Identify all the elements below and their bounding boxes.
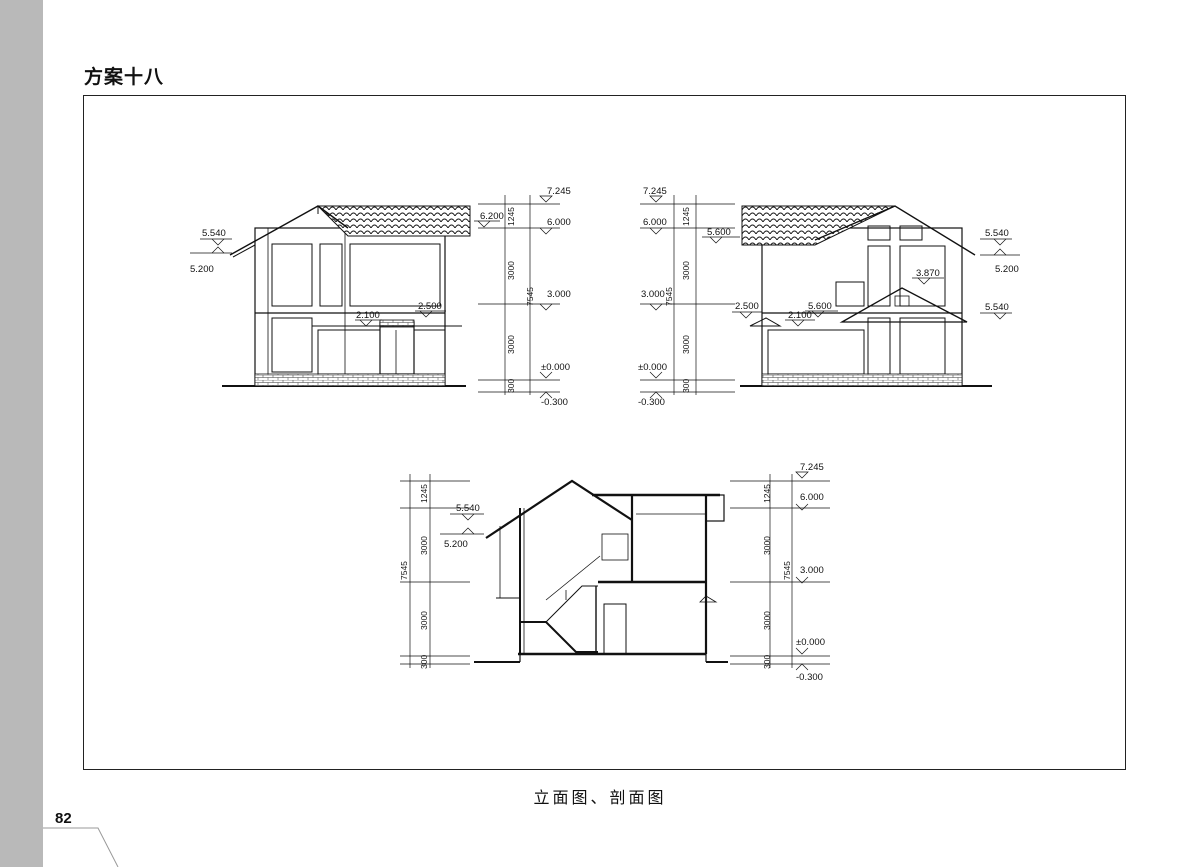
side-dimension-lines bbox=[640, 195, 735, 399]
level-label: 5.600 bbox=[707, 227, 731, 238]
dimension-label: 3000 bbox=[506, 335, 516, 354]
dimension-label: 3000 bbox=[762, 611, 772, 630]
dimension-label: 7545 bbox=[664, 287, 674, 306]
dimension-label: 1245 bbox=[419, 484, 429, 503]
level-label: 5.540 bbox=[202, 228, 226, 239]
level-label: -0.300 bbox=[541, 397, 568, 408]
level-label: 7.245 bbox=[547, 186, 571, 197]
level-label: 3.870 bbox=[916, 268, 940, 279]
level-label: 3.000 bbox=[547, 289, 571, 300]
level-label: ±0.000 bbox=[638, 362, 667, 373]
dimension-label: 3000 bbox=[419, 611, 429, 630]
level-label: ±0.000 bbox=[796, 637, 825, 648]
front-level-markers bbox=[190, 220, 500, 327]
section-level-markers bbox=[440, 513, 484, 535]
building-section: 5.540 5.200 1245 3000 7545 3000 300 bbox=[399, 462, 830, 683]
level-label: 2.500 bbox=[418, 301, 442, 312]
figure-caption: 立面图、剖面图 bbox=[533, 790, 667, 807]
level-label: 2.500 bbox=[735, 301, 759, 312]
dimension-label: 7545 bbox=[399, 561, 409, 580]
section-left-dimension-lines bbox=[400, 474, 470, 668]
dimension-label: 300 bbox=[762, 655, 772, 669]
section-right-dimension-lines bbox=[730, 471, 830, 671]
level-label: 5.540 bbox=[985, 228, 1009, 239]
dimension-label: 300 bbox=[419, 655, 429, 669]
level-label: 6.000 bbox=[643, 217, 667, 228]
level-label: 3.000 bbox=[800, 565, 824, 576]
dimension-label: 7545 bbox=[525, 287, 535, 306]
page-corner-decoration bbox=[43, 827, 119, 867]
drawing-frame bbox=[83, 95, 1126, 770]
front-dimension-lines bbox=[478, 195, 560, 399]
level-label: 6.200 bbox=[480, 211, 504, 222]
level-label: 3.000 bbox=[641, 289, 665, 300]
side-elevation: 5.600 5.540 5.200 3.870 5.540 2.500 5.60… bbox=[638, 186, 1020, 408]
dimension-label: 3000 bbox=[762, 536, 772, 555]
level-label: 2.100 bbox=[356, 310, 380, 321]
level-label: 5.540 bbox=[985, 302, 1009, 313]
level-label: 5.200 bbox=[444, 539, 468, 550]
level-label: 5.600 bbox=[808, 301, 832, 312]
dimension-label: 300 bbox=[506, 379, 516, 393]
level-label: 5.540 bbox=[456, 503, 480, 514]
page-title: 方案十八 bbox=[84, 67, 165, 88]
dimension-label: 300 bbox=[681, 379, 691, 393]
level-label: 5.200 bbox=[190, 264, 214, 275]
side-level-markers bbox=[702, 236, 1020, 327]
dimension-label: 3000 bbox=[419, 536, 429, 555]
level-label: ±0.000 bbox=[541, 362, 570, 373]
front-elevation: 5.540 5.200 6.200 2.100 2.500 7.245 6.00… bbox=[190, 186, 571, 408]
level-label: 7.245 bbox=[643, 186, 667, 197]
dimension-label: 1245 bbox=[681, 207, 691, 226]
dimension-label: 1245 bbox=[762, 484, 772, 503]
dimension-label: 1245 bbox=[506, 207, 516, 226]
dimension-label: 3000 bbox=[681, 335, 691, 354]
dimension-label: 3000 bbox=[681, 261, 691, 280]
level-label: 7.245 bbox=[800, 462, 824, 473]
page-side-strip bbox=[0, 0, 43, 867]
page-number: 82 bbox=[55, 810, 72, 827]
level-label: -0.300 bbox=[638, 397, 665, 408]
dimension-label: 3000 bbox=[506, 261, 516, 280]
level-label: 6.000 bbox=[800, 492, 824, 503]
level-label: -0.300 bbox=[796, 672, 823, 683]
level-label: 2.100 bbox=[788, 310, 812, 321]
dimension-label: 7545 bbox=[782, 561, 792, 580]
level-label: 6.000 bbox=[547, 217, 571, 228]
level-label: 5.200 bbox=[995, 264, 1019, 275]
